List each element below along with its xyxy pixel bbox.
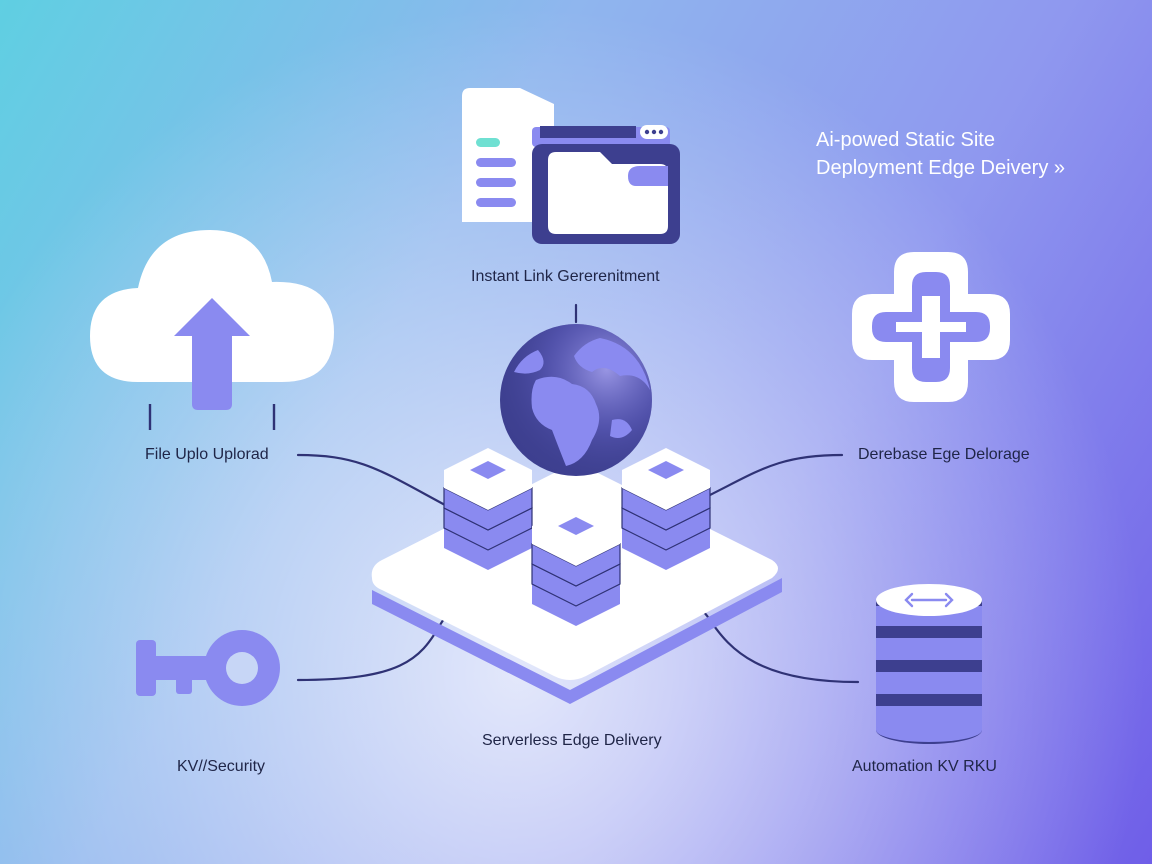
globe-icon xyxy=(500,324,652,476)
diagram-title: Ai-powed Static Site Deployment Edge Dei… xyxy=(816,126,1065,182)
key-icon xyxy=(136,630,280,706)
title-line-2: Deployment Edge Deivery » xyxy=(816,157,1066,179)
label-instant-link: Instant Link Gererenitment xyxy=(471,268,660,285)
label-kv-security: KV//Security xyxy=(177,758,266,775)
browser-window-icon xyxy=(462,88,680,244)
label-serverless: Serverless Edge Delivery xyxy=(482,732,662,749)
label-automation: Automation KV RKU xyxy=(852,758,997,775)
server-stack-right xyxy=(621,448,711,570)
connector-database-edge xyxy=(708,453,844,497)
label-database-edge: Derebase Ege Delorage xyxy=(858,446,1030,463)
cloud-upload-icon xyxy=(90,230,334,430)
server-stack-center xyxy=(531,504,621,626)
label-file-upload: File Uplo Uplorad xyxy=(145,446,269,463)
server-stack-left xyxy=(443,448,533,570)
plus-cross-icon xyxy=(852,252,1010,402)
database-cylinder-icon xyxy=(876,584,982,744)
connector-file-upload xyxy=(296,453,447,507)
title-line-1: Ai-powed Static Site xyxy=(816,129,995,151)
